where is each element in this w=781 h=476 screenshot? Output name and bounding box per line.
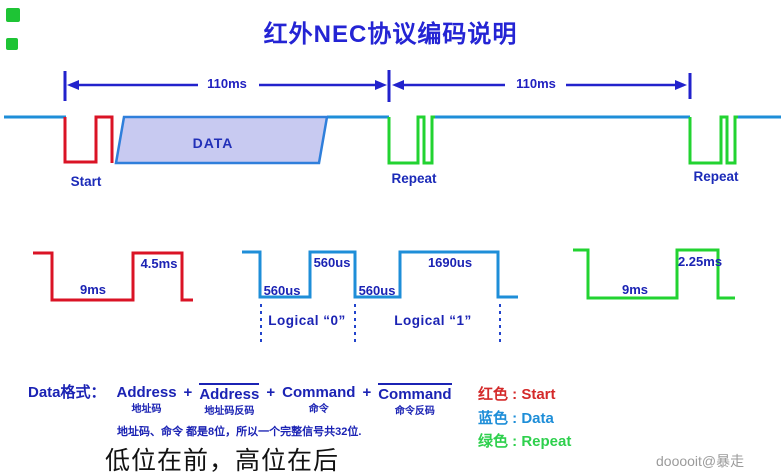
logic-560us-label-1: 560us xyxy=(263,283,301,298)
plus-sign: + xyxy=(183,384,193,401)
format-term-command: Command 命令 xyxy=(282,383,355,416)
format-note: 地址码、命令 都是8位，所以一个完整信号共32位. xyxy=(117,426,362,438)
term-sub: 命令反码 xyxy=(394,406,435,417)
start-detail-waveform xyxy=(33,251,193,302)
repeat-pulse-label-2: Repeat xyxy=(693,169,739,184)
logical-0-label: Logical “0” xyxy=(268,313,346,328)
term-sub: 命令 xyxy=(308,404,329,415)
repeat-detail-9ms-label: 9ms xyxy=(621,282,649,297)
page-title: 红外NEC协议编码说明 xyxy=(263,21,518,48)
legend-item-data: 蓝色 : Data xyxy=(478,409,554,427)
repeat-detail-2-25ms-label: 2.25ms xyxy=(677,254,723,269)
interval-label-1: 110ms xyxy=(207,76,247,91)
color-legend: 红色 : Start 蓝色 : Data 绿色 : Repeat xyxy=(478,383,571,454)
dimension-ticks xyxy=(63,70,692,102)
plus-sign: + xyxy=(362,384,372,401)
term-sub: 地址码反码 xyxy=(204,406,255,417)
format-term-address-inverted: Address 地址码反码 xyxy=(199,383,260,418)
start-detail-9ms-label: 9ms xyxy=(79,282,107,297)
watermark: dooooit@暴走 xyxy=(656,453,745,469)
start-detail-4-5ms-label: 4.5ms xyxy=(140,256,178,271)
data-format-row: Data格式： Address 地址码 + Address 地址码反码 + Co… xyxy=(28,383,452,418)
bit-order-note: 低位在前，高位在后 xyxy=(105,448,340,475)
legend-item-start: 红色 : Start xyxy=(478,386,556,403)
term-word: Address xyxy=(116,384,177,401)
dimension-arrowheads xyxy=(67,80,687,90)
data-block-parallelogram xyxy=(114,115,329,165)
logic-detail-waveform xyxy=(242,250,518,299)
term-word-overlined: Address xyxy=(199,383,260,404)
start-pulse-label: Start xyxy=(70,174,102,189)
logic-1690us-label: 1690us xyxy=(427,255,473,270)
term-sub: 地址码 xyxy=(131,404,162,415)
repeat-pulse-waveform-1 xyxy=(387,115,435,165)
format-term-address: Address 地址码 xyxy=(117,383,177,416)
term-word: Command xyxy=(282,384,356,401)
green-marker-icon xyxy=(6,38,18,50)
start-pulse-waveform xyxy=(63,115,114,164)
repeat-pulse-waveform-2 xyxy=(688,115,738,165)
data-block-label: DATA xyxy=(192,135,234,151)
repeat-pulse-label-1: Repeat xyxy=(391,171,437,186)
data-format-prefix: Data格式： xyxy=(28,384,106,401)
logic-560us-label-3: 560us xyxy=(358,283,396,298)
plus-sign: + xyxy=(266,384,276,401)
logic-560us-label-2: 560us xyxy=(313,255,351,270)
green-marker-icon xyxy=(6,8,20,22)
repeat-detail-waveform xyxy=(573,248,735,300)
format-term-command-inverted: Command 命令反码 xyxy=(378,383,452,418)
legend-item-repeat: 绿色 : Repeat xyxy=(478,433,572,450)
term-word-overlined: Command xyxy=(378,383,452,404)
interval-label-2: 110ms xyxy=(516,76,556,91)
logical-1-label: Logical “1” xyxy=(394,313,472,328)
